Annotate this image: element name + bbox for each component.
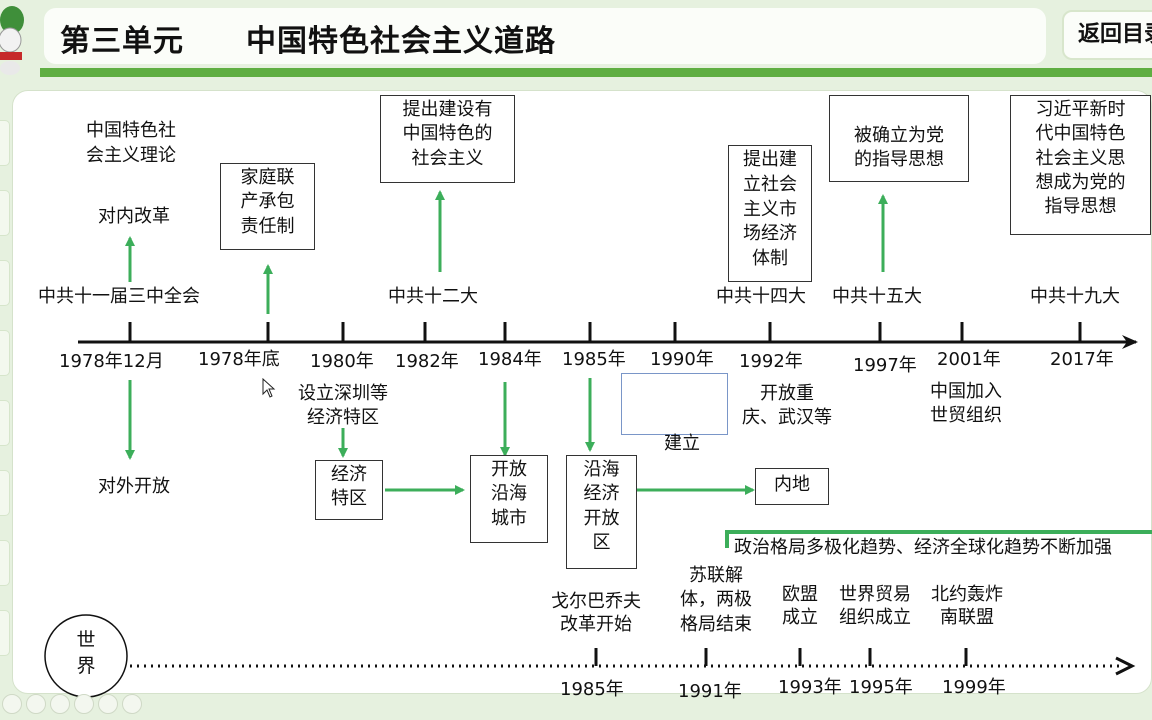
world-event: 戈尔巴乔夫 改革开始 [551, 591, 641, 636]
mouse-cursor-icon [262, 378, 276, 398]
mascot-image [0, 0, 30, 80]
year-label: 2017年 [1050, 349, 1114, 370]
event-congress-14: 中共十四大 [716, 286, 806, 307]
world-year-label: 1993年 [778, 677, 842, 698]
china-axis [78, 322, 1138, 349]
side-tab[interactable] [0, 120, 10, 166]
open-label: 对外开放 [98, 476, 170, 497]
reform-label: 对内改革 [98, 206, 170, 227]
event-plenum: 中共十一届三中全会 [38, 286, 200, 307]
tool-button[interactable] [74, 694, 94, 714]
event-congress-12: 中共十二大 [388, 286, 478, 307]
world-axis [130, 648, 1136, 676]
side-tab[interactable] [0, 470, 10, 516]
wto-china-label: 中国加入 世贸组织 [930, 381, 1002, 427]
side-tab[interactable] [0, 190, 10, 236]
world-year-label: 1985年 [560, 679, 624, 700]
event-congress-15: 中共十五大 [832, 286, 922, 307]
world-year-label: 1999年 [942, 677, 1006, 698]
socialism-with-chinese-characteristics-box: 提出建设有 中国特色的 社会主义 [380, 95, 515, 183]
event-congress-19: 中共十九大 [1030, 286, 1120, 307]
household-responsibility-box: 家庭联 产承包 责任制 [220, 163, 315, 250]
year-label: 1980年 [310, 351, 374, 372]
market-economy-box: 提出建 立社会 主义市 场经济 体制 [728, 145, 812, 282]
year-label: 1992年 [739, 351, 803, 372]
world-event: 苏联解 体，两极 格局结束 [680, 565, 752, 635]
page-title: 第三单元 中国特色社会主义道路 [60, 24, 556, 59]
year-label: 2001年 [937, 349, 1001, 370]
coastal-cities-box: 开放 沿海 城市 [470, 455, 548, 543]
world-event: 世界贸易 组织成立 [839, 584, 911, 629]
year-label: 1982年 [395, 351, 459, 372]
diagram-panel [12, 90, 1152, 694]
open-inland-note: 开放重 庆、武汉等 [742, 383, 832, 429]
world-label: 世 界 [76, 629, 96, 677]
tool-button[interactable] [98, 694, 118, 714]
tool-button[interactable] [26, 694, 46, 714]
establish-label: 建立 [664, 433, 700, 454]
sez-box: 经济 特区 [315, 460, 383, 520]
back-to-contents-button[interactable]: 返回目录 [1062, 10, 1152, 60]
side-tab[interactable] [0, 610, 10, 656]
year-label: 1985年 [562, 349, 626, 370]
side-tab[interactable] [0, 260, 10, 306]
sez-note: 设立深圳等 经济特区 [298, 383, 388, 429]
inland-box: 内地 [755, 468, 829, 505]
year-label: 1978年底 [198, 349, 280, 370]
guiding-thought-box: 被确立为党 的指导思想 [829, 95, 969, 182]
coastal-open-zone-box: 沿海 经济 开放 区 [566, 455, 637, 569]
world-year-label: 1995年 [849, 677, 913, 698]
tool-button[interactable] [122, 694, 142, 714]
world-event: 北约轰炸 南联盟 [931, 584, 1003, 629]
side-tab[interactable] [0, 540, 10, 586]
year-label: 1984年 [478, 349, 542, 370]
side-tab[interactable] [0, 400, 10, 446]
year-label: 1990年 [650, 349, 714, 370]
tool-button[interactable] [2, 694, 22, 714]
side-tab[interactable] [0, 330, 10, 376]
header-bar [44, 8, 1046, 64]
year-label: 1997年 [853, 355, 917, 376]
banner-bracket [725, 530, 1152, 548]
world-year-label: 1991年 [678, 681, 742, 702]
blank-input-box[interactable] [621, 373, 728, 435]
year-label: 1978年12月 [59, 351, 164, 372]
xi-thought-box: 习近平新时 代中国特色 社会主义思 想成为党的 指导思想 [1010, 95, 1151, 235]
theory-label: 中国特色社 会主义理论 [86, 120, 176, 167]
green-arrows [125, 190, 888, 495]
world-event: 欧盟 成立 [782, 584, 818, 629]
multipolar-banner: 政治格局多极化趋势、经济全球化趋势不断加强 [734, 537, 1112, 558]
header-underline [40, 68, 1152, 77]
tool-button[interactable] [50, 694, 70, 714]
